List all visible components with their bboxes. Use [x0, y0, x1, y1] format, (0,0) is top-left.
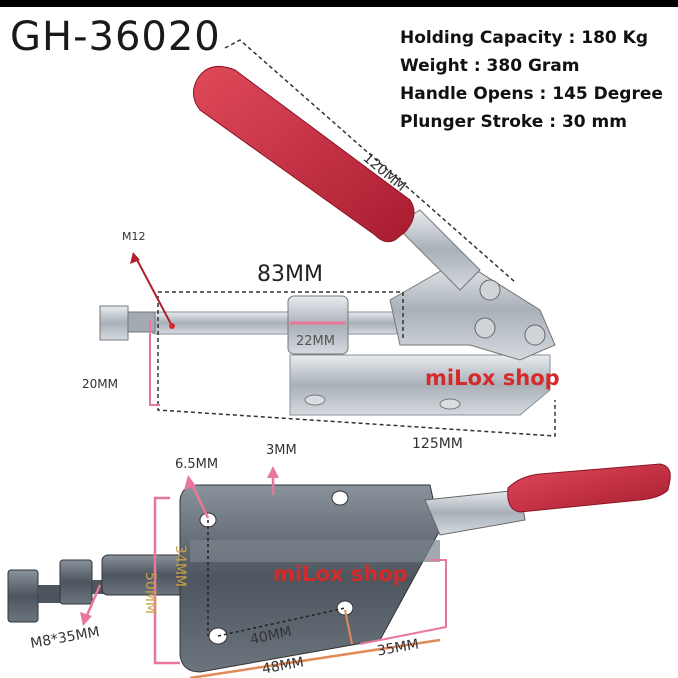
- dim-height: 20MM: [82, 377, 118, 391]
- shop-watermark-bottom: miLox shop: [273, 562, 408, 586]
- spec-plunger-stroke: Plunger Stroke : 30 mm: [400, 112, 627, 132]
- dim-plunger-length: 83MM: [257, 262, 323, 287]
- dim-hole-spacing-vertical: 34MM: [172, 545, 188, 587]
- spec-list: Holding Capacity : 180 Kg Weight : 380 G…: [400, 24, 663, 136]
- spec-weight: Weight : 380 Gram: [400, 56, 580, 76]
- spec-handle-opens: Handle Opens : 145 Degree: [400, 84, 663, 104]
- shop-watermark-top: miLox shop: [425, 366, 560, 390]
- spec-holding-capacity: Holding Capacity : 180 Kg: [400, 28, 649, 48]
- dim-bushing: 22MM: [296, 334, 335, 349]
- dim-width: 50MM: [142, 572, 158, 614]
- handle-grip-bottom: [507, 463, 671, 513]
- model-number: GH-36020: [10, 14, 221, 60]
- dim-hole-diameter: 6.5MM: [175, 457, 219, 472]
- dim-thickness: 3MM: [266, 443, 297, 458]
- dim-base-length: 125MM: [412, 436, 463, 452]
- dim-thread: M12: [122, 230, 146, 243]
- mounting-plate: [179, 484, 441, 673]
- top-border: [0, 0, 678, 7]
- handle-grip-top: [193, 65, 415, 243]
